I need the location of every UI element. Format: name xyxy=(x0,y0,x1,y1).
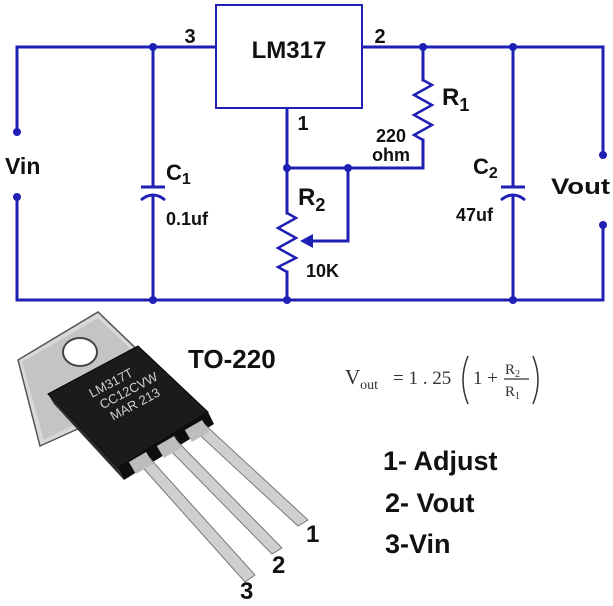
formula-one-plus: 1 + xyxy=(473,368,498,389)
formula-v: Vout xyxy=(345,365,378,393)
r1-resistor xyxy=(411,78,435,142)
pinout-line1: 1- Adjust xyxy=(383,446,498,476)
formula-const: = 1 . 25 xyxy=(393,368,451,389)
vout-label: Vout xyxy=(551,174,611,199)
circuit-wires xyxy=(15,45,605,302)
r2-wiper-arrow xyxy=(300,234,313,248)
c2-value: 47uf xyxy=(456,205,494,225)
r1-label: R1 xyxy=(442,84,469,115)
pin-in-label: 3 xyxy=(184,26,195,48)
vout-formula: Vout = 1 . 25 1 + R2 R1 xyxy=(345,355,539,405)
c1-label: C1 xyxy=(166,160,191,188)
r1-value-line2: ohm xyxy=(372,145,410,165)
c1-value: 0.1uf xyxy=(166,209,209,229)
formula-numerator: R2 xyxy=(505,362,520,380)
r2-label: R2 xyxy=(298,184,325,215)
package-pin1-label: 1 xyxy=(306,521,319,548)
lm317-ic-box xyxy=(215,4,363,109)
package-pin2-label: 2 xyxy=(272,552,285,579)
vin-label: Vin xyxy=(5,153,40,179)
package-name: TO-220 xyxy=(188,344,276,374)
c2-label: C2 xyxy=(473,154,498,182)
c2-capacitor xyxy=(500,185,526,202)
c1-capacitor xyxy=(140,185,166,202)
ic-label: LM317 xyxy=(252,37,327,64)
junction-dots xyxy=(13,43,607,304)
package-pin3-label: 3 xyxy=(240,578,253,605)
pinout-line2: 2- Vout xyxy=(385,488,475,518)
r2-value: 10K xyxy=(306,261,339,281)
pinout-line3: 3-Vin xyxy=(385,529,451,559)
pin-adj-label: 1 xyxy=(297,113,308,135)
pin-out-label: 2 xyxy=(374,26,385,48)
r2-potentiometer xyxy=(275,211,299,274)
to220-package-illustration: LM317T CC12CVW MAR 213 xyxy=(17,311,309,583)
formula-denominator: R1 xyxy=(505,384,520,402)
r1-value-line1: 220 xyxy=(376,126,406,146)
